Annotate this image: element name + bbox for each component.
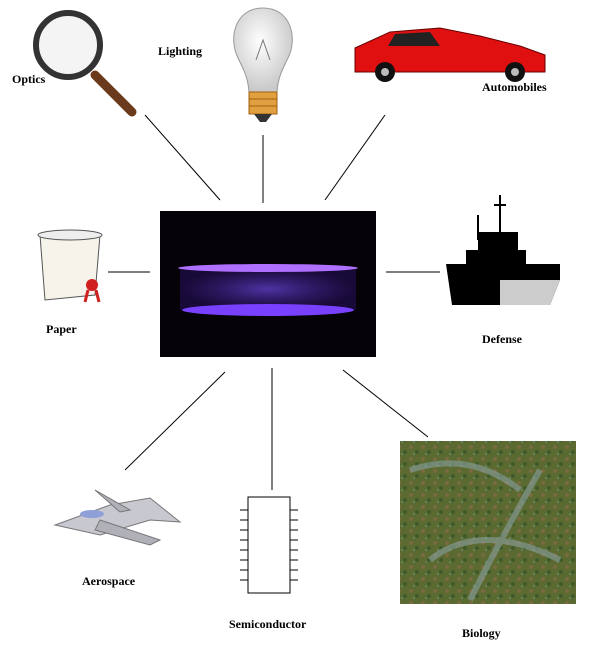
semiconductor-chip-icon	[240, 496, 298, 594]
label-aerospace: Aerospace	[82, 574, 136, 588]
fighter-jet-icon	[53, 489, 182, 546]
plasma-discharge-image	[160, 211, 376, 357]
line-automobiles	[324, 114, 386, 201]
label-biology: Biology	[462, 626, 501, 640]
light-bulb-icon	[233, 7, 293, 122]
line-optics	[144, 114, 221, 201]
connector-lines	[108, 114, 440, 490]
label-defense: Defense	[482, 332, 522, 346]
label-lighting: Lighting	[158, 44, 203, 58]
label-semiconductor: Semiconductor	[229, 617, 307, 631]
label-paper: Paper	[46, 322, 77, 336]
label-automobiles: Automobiles	[482, 80, 547, 94]
sports-car-icon	[354, 27, 546, 82]
line-aerospace	[124, 371, 226, 471]
battleship-icon	[446, 195, 560, 305]
line-biology	[342, 369, 429, 438]
paper-scroll-icon	[37, 229, 103, 303]
magnifying-glass-icon	[33, 10, 137, 117]
biology-microscopy-image	[400, 441, 576, 604]
label-optics: Optics	[12, 72, 46, 86]
